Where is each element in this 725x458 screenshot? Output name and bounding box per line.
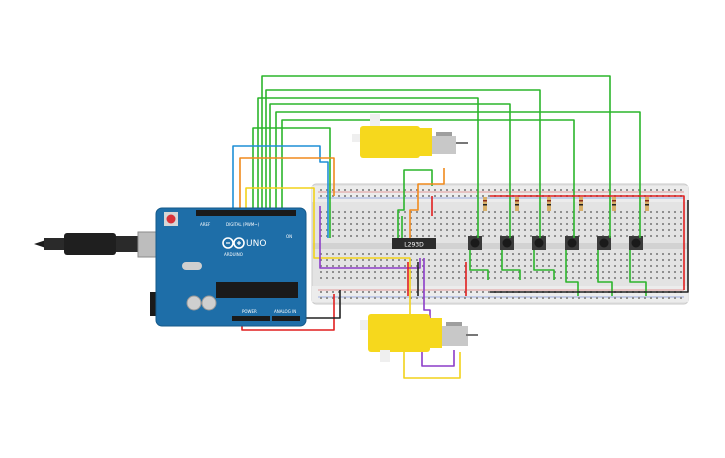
usb-cable	[34, 233, 142, 255]
resistor-5	[612, 197, 616, 211]
power-label: POWER	[242, 309, 257, 314]
wire-green-b3	[533, 250, 555, 280]
dc-motor-bottom[interactable]	[360, 314, 478, 362]
wire-green-7	[252, 127, 331, 238]
breadboard[interactable]	[311, 183, 689, 305]
dc-motor-top[interactable]	[352, 114, 468, 158]
wire-green-5	[275, 111, 641, 238]
aref-label: AREF	[200, 222, 211, 227]
arduino-logo-text: ARDUINO	[224, 252, 243, 257]
wire-green-3	[265, 89, 541, 238]
wire-orange-1	[239, 157, 335, 212]
pushbutton-3	[532, 236, 546, 250]
l293d-chip[interactable]: L293D	[392, 238, 436, 249]
chip-label: L293D	[404, 242, 424, 249]
wire-black-2	[490, 200, 689, 293]
pushbutton-5	[597, 236, 611, 250]
wire-purple-1	[319, 206, 421, 269]
wire-orange-2	[409, 168, 445, 238]
crystal	[182, 262, 202, 270]
wire-yellow-1	[245, 187, 411, 260]
digital-header	[196, 210, 296, 216]
wire-green-chip1	[397, 169, 433, 238]
resistor-4	[579, 197, 583, 211]
capacitor-2	[201, 295, 217, 311]
uno-text: UNO	[246, 239, 266, 249]
wire-purple-3	[421, 340, 455, 367]
resistor-2	[515, 197, 519, 211]
analog-label: ANALOG IN	[274, 309, 296, 314]
resistors	[483, 197, 649, 211]
wire-green-b1	[469, 250, 489, 280]
wire-yellow-3	[403, 340, 461, 379]
arduino-uno-board[interactable]: DIGITAL (PWM~) AREF UNO ARDUINO ON POWER…	[34, 207, 307, 327]
atmega-chip	[216, 282, 298, 298]
on-label: ON	[286, 234, 292, 239]
pushbutton-4	[565, 236, 579, 250]
resistor-6	[645, 197, 649, 211]
pushbutton-1	[468, 236, 482, 250]
wire-blue	[232, 145, 329, 238]
wire-red-3	[490, 195, 685, 290]
arduino-logo-icon	[222, 237, 245, 249]
capacitor-1	[186, 295, 202, 311]
wire-green-b6	[629, 250, 647, 296]
wire-green-b2	[501, 250, 521, 280]
power-header	[232, 316, 270, 321]
wire-green-b5	[597, 250, 613, 296]
analog-header	[272, 316, 300, 321]
pushbutton-2	[500, 236, 514, 250]
wire-green-6	[281, 119, 575, 238]
digital-header-label: DIGITAL (PWM~)	[226, 222, 260, 227]
pushbutton-6	[629, 236, 643, 250]
wire-green-1	[257, 97, 479, 238]
wire-green-2	[261, 75, 611, 238]
pushbuttons[interactable]	[468, 236, 643, 250]
wire-green-b4	[565, 250, 579, 296]
reset-button-cap[interactable]	[166, 214, 176, 224]
resistor-3	[547, 197, 551, 211]
resistor-1	[483, 197, 487, 211]
